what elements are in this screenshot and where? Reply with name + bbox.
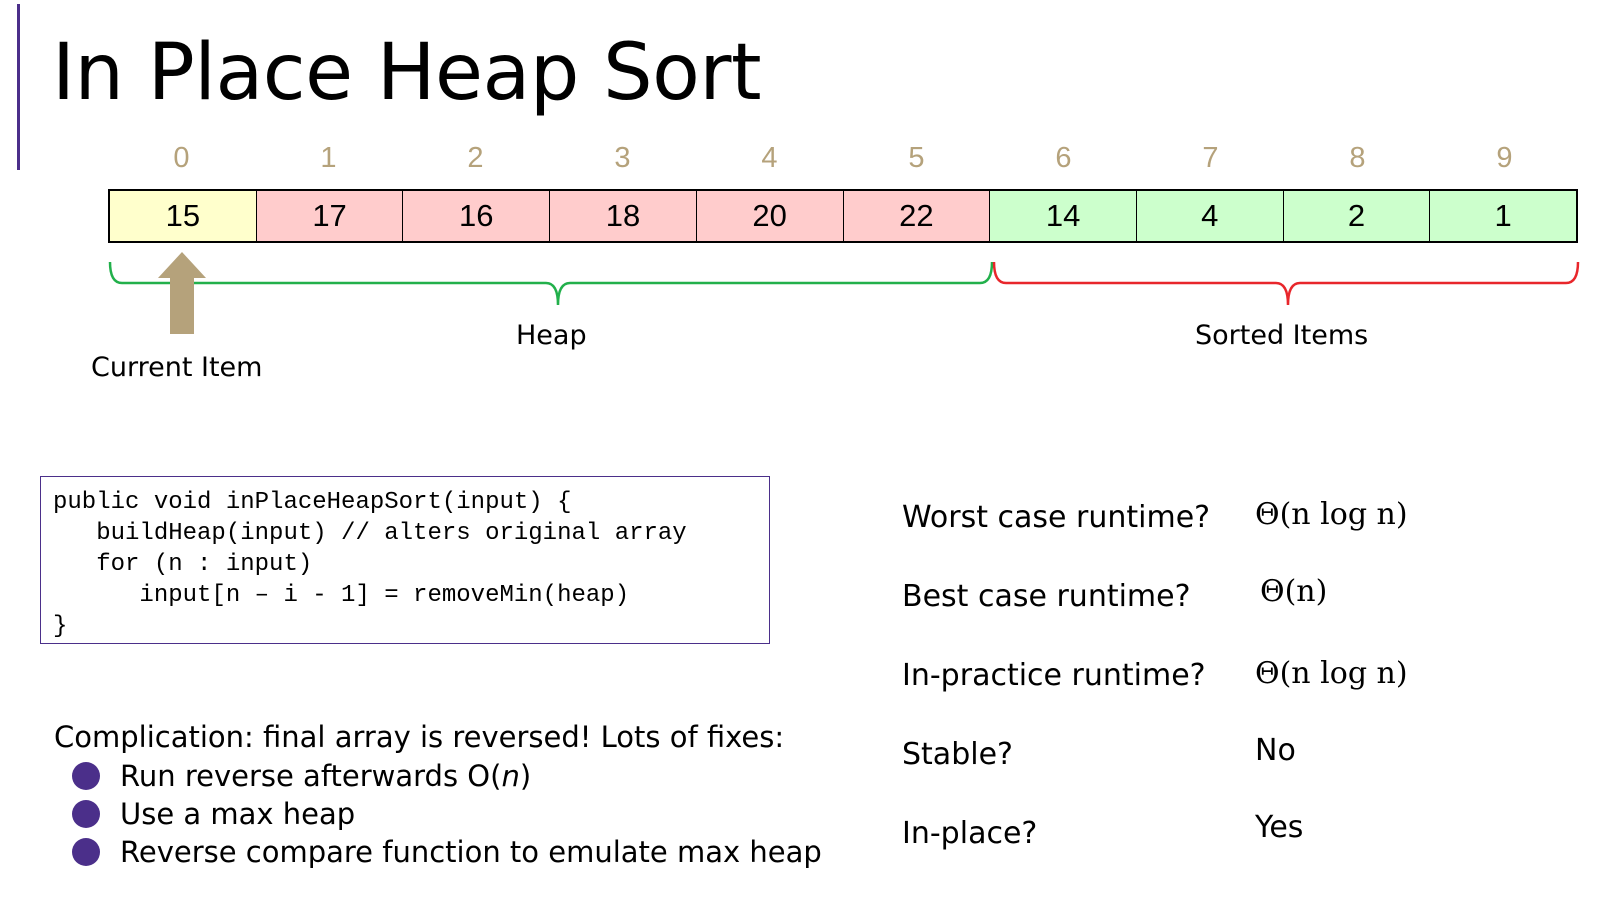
array-index: 7 (1202, 142, 1219, 174)
code-line: public void inPlaceHeapSort(input) { (53, 489, 572, 516)
arrow-up-icon (158, 252, 206, 334)
code-line: input[n – i - 1] = removeMin(heap) (53, 582, 630, 609)
bullet-text: Reverse compare function to emulate max … (120, 835, 822, 869)
sorted-items-brace (992, 261, 1580, 306)
array: 15 17 16 18 20 22 14 4 2 1 (108, 189, 1578, 243)
array-index: 5 (908, 142, 925, 174)
list-item: Run reverse afterwards O(n) (72, 757, 822, 795)
accent-bar (17, 4, 20, 170)
array-cell: 1 (1430, 191, 1577, 241)
sorted-items-label: Sorted Items (1195, 320, 1369, 351)
array-cell: 14 (990, 191, 1137, 241)
question-best-case: Best case runtime? (902, 579, 1191, 614)
array-cell: 2 (1283, 191, 1431, 241)
array-cell: 22 (843, 191, 991, 241)
page-title: In Place Heap Sort (52, 28, 762, 118)
heap-label: Heap (516, 320, 587, 351)
array-cell: 16 (403, 191, 551, 241)
array-index: 3 (614, 142, 631, 174)
question-worst-case: Worst case runtime? (902, 500, 1211, 535)
bullet-text: Use a max heap (120, 797, 356, 831)
question-in-place: In-place? (902, 816, 1038, 851)
array-index: 8 (1349, 142, 1366, 174)
index-row: 0 1 2 3 4 5 6 7 8 9 (108, 142, 1578, 176)
question-in-practice: In-practice runtime? (902, 658, 1206, 693)
complication-heading: Complication: final array is reversed! L… (54, 720, 785, 754)
bullet-dot-icon (72, 838, 100, 866)
list-item: Use a max heap (72, 795, 822, 833)
current-item-label: Current Item (91, 352, 263, 383)
answer-stable: No (1255, 733, 1296, 768)
answer-in-practice: Θ(n log n) (1255, 656, 1408, 691)
array-cell: 4 (1136, 191, 1284, 241)
bullet-dot-icon (72, 800, 100, 828)
answer-worst-case: Θ(n log n) (1255, 497, 1408, 532)
bullet-text: Run reverse afterwards O(n) (120, 759, 532, 793)
array-index: 2 (467, 142, 484, 174)
array-index: 4 (761, 142, 778, 174)
array-index: 0 (173, 142, 190, 174)
array-index: 6 (1055, 142, 1072, 174)
code-line: for (n : input) (53, 551, 313, 578)
question-stable: Stable? (902, 737, 1013, 772)
list-item: Reverse compare function to emulate max … (72, 833, 822, 871)
code-line: } (53, 613, 68, 640)
code-line: buildHeap(input) // alters original arra… (53, 520, 687, 547)
heap-brace (108, 261, 994, 306)
array-cell: 18 (550, 191, 697, 241)
array-cell: 17 (256, 191, 404, 241)
answer-in-place: Yes (1255, 810, 1304, 845)
array-cell: 15 (110, 191, 257, 241)
answer-best-case: Θ(n) (1260, 574, 1328, 609)
bullet-dot-icon (72, 762, 100, 790)
array-index: 1 (320, 142, 337, 174)
array-index: 9 (1496, 142, 1513, 174)
array-cell: 20 (696, 191, 844, 241)
code-block: public void inPlaceHeapSort(input) { bui… (40, 476, 770, 644)
fix-list: Run reverse afterwards O(n) Use a max he… (72, 757, 822, 871)
